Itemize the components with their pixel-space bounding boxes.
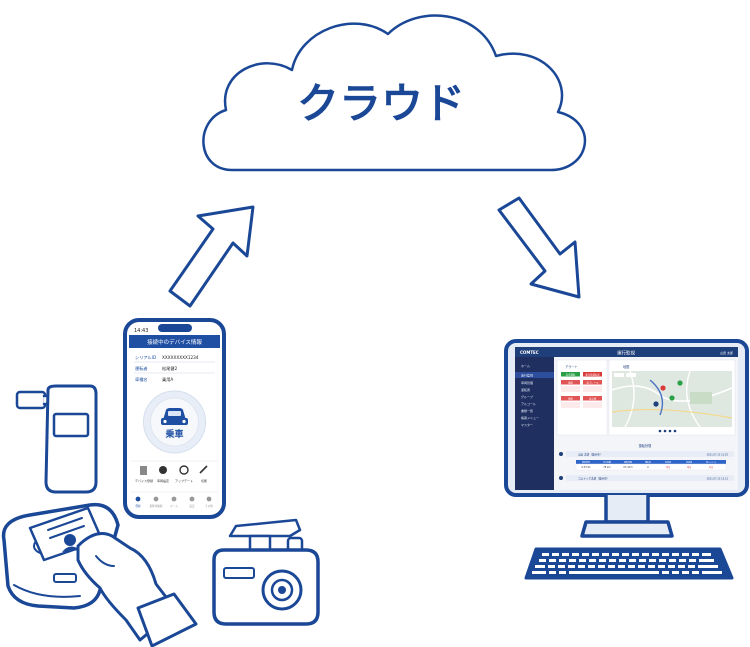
car-icon — [161, 408, 188, 425]
map-marker-icon[interactable] — [677, 380, 683, 386]
svg-text:3回: 3回 — [666, 465, 671, 469]
svg-text:登録: 登録 — [135, 504, 141, 508]
svg-text:0回: 0回 — [687, 465, 692, 469]
phone-info-rows: シリアルID XXXXXXXXX1234 運転者 松尾健2 車種名 乗用A — [134, 355, 215, 383]
sidebar-item-3[interactable]: 運転者 — [521, 387, 530, 392]
svg-text:9:33:21: 9:33:21 — [581, 466, 591, 469]
svg-text:遅延: 遅延 — [568, 380, 573, 384]
row-0-value: XXXXXXXXX1234 — [162, 355, 199, 360]
row-1-label: 運転者 — [135, 366, 148, 372]
tab-settings[interactable]: 設定 — [189, 496, 195, 508]
phone-header-title: 接続中のデバイス情報 — [147, 338, 202, 346]
status-row-date: 2021.07.15 13:12 — [707, 477, 729, 480]
svg-text:運転時間: 運転時間 — [624, 460, 632, 464]
menu-vehicle-settings[interactable]: 車両設定 — [157, 466, 169, 483]
user-name: 山田 太郎 — [720, 350, 733, 355]
sidebar-item-4[interactable]: グループ — [521, 394, 533, 399]
tab-history[interactable]: 乗降車履歴 — [150, 496, 163, 508]
app-header — [515, 347, 738, 357]
svg-text:検知: 検知 — [568, 396, 573, 400]
map-pager[interactable] — [658, 429, 677, 433]
alcohol-checker-illustration — [15, 384, 98, 494]
svg-text:A: A — [647, 466, 649, 469]
svg-text:未点検: 未点検 — [589, 396, 597, 400]
status-section-title: 運転状態 — [639, 443, 652, 448]
phone-tab-bar: 登録 乗降車履歴 ホーム 設定 その他 — [131, 491, 218, 508]
map-marker-icon[interactable] — [660, 385, 666, 391]
ic-card-reader-illustration — [1, 502, 198, 647]
ride-button[interactable]: 乗車 — [143, 390, 206, 454]
menu-update[interactable]: アップデート — [175, 465, 193, 483]
map-panel-title: 地図 — [623, 364, 629, 369]
svg-text:要注意運転者: 要注意運転者 — [585, 372, 600, 376]
svg-text:乗車時刻: 乗車時刻 — [582, 460, 590, 464]
sidebar-item-6[interactable]: 書類一覧 — [521, 408, 533, 413]
svg-text:0h 41m: 0h 41m — [623, 466, 633, 469]
app-title: 運行監視 — [617, 350, 635, 357]
status-time: 14:43 — [134, 328, 148, 334]
app-sidebar — [515, 357, 554, 490]
svg-text:急ハンドル: 急ハンドル — [706, 460, 716, 464]
alert-panel-title: アラート — [565, 364, 578, 369]
status-row-name: コムテック太郎（乗用車） — [578, 476, 609, 480]
status-row-1[interactable]: コムテック太郎（乗用車） 2021.07.15 13:12 — [559, 475, 734, 481]
row-2-value: 乗用A — [162, 376, 173, 383]
dashcam-illustration — [212, 518, 320, 626]
status-row-name: 山田 太郎（乗用車） — [578, 452, 602, 456]
alert-badges: 安全運転 要注意運転者 遅延 急ブレーキ 検知 未点検 — [561, 372, 602, 408]
smartphone: 14:43 接続中のデバイス情報 シリアルID XXXXXXXXX1234 運転… — [123, 318, 226, 519]
svg-text:急加速: 急加速 — [665, 460, 671, 464]
desktop-computer: COMTEC 運行監視 山田 太郎 ホーム 運行監視 車両管理 運転者 グループ… — [504, 339, 749, 580]
svg-text:急ブレーキ: 急ブレーキ — [587, 380, 600, 384]
row-1-value: 松尾健2 — [162, 365, 178, 372]
svg-text:1回: 1回 — [709, 465, 714, 469]
cloud: クラウド — [202, 14, 587, 172]
sidebar-item-7[interactable]: 帳票メニュー — [521, 415, 539, 420]
svg-text:乗降車履歴: 乗降車履歴 — [150, 504, 163, 508]
svg-text:車両設定: 車両設定 — [157, 478, 169, 483]
svg-text:安全運転: 安全運転 — [566, 372, 576, 376]
monitor-screen: COMTEC 運行監視 山田 太郎 ホーム 運行監視 車両管理 運転者 グループ… — [515, 347, 738, 490]
svg-text:切断: 切断 — [201, 478, 207, 483]
status-row-0[interactable]: 山田 太郎（乗用車） 2021.07.15 13:25 — [559, 451, 734, 457]
sidebar-items: ホーム 運行監視 車両管理 運転者 グループ アルコール 書類一覧 帳票メニュー… — [521, 363, 539, 427]
svg-text:設定: 設定 — [189, 504, 195, 508]
sidebar-item-1[interactable]: 運行監視 — [521, 373, 533, 378]
row-2-label: 車種名 — [135, 376, 148, 383]
svg-text:デバイス登録: デバイス登録 — [135, 478, 153, 483]
map-marker-icon[interactable] — [669, 395, 675, 401]
status-row-date: 2021.07.15 13:25 — [707, 453, 729, 456]
menu-device-register[interactable]: デバイス登録 — [135, 466, 153, 483]
svg-text:その他: その他 — [205, 504, 213, 508]
svg-text:運転者: 運転者 — [645, 460, 651, 464]
cloud-shape — [202, 14, 587, 172]
phone-header — [129, 335, 220, 348]
svg-text:急減速: 急減速 — [686, 460, 692, 464]
map-marker-icon[interactable] — [653, 401, 659, 407]
tab-other[interactable]: その他 — [205, 496, 213, 508]
svg-text:ホーム: ホーム — [170, 504, 178, 508]
tab-register[interactable]: 登録 — [135, 496, 141, 508]
sidebar-item-2[interactable]: 車両管理 — [521, 380, 533, 385]
download-arrow-icon — [497, 196, 581, 299]
ride-button-label: 乗車 — [165, 428, 183, 440]
sidebar-item-0[interactable]: ホーム — [521, 363, 530, 368]
menu-disconnect[interactable]: 切断 — [199, 465, 208, 483]
sidebar-item-8[interactable]: マスター — [521, 422, 533, 427]
svg-text:アップデート: アップデート — [175, 478, 193, 483]
svg-text:走行距離: 走行距離 — [603, 460, 611, 464]
keyboard-illustration — [524, 547, 734, 580]
phone-menu: デバイス登録 車両設定 アップデート 切断 — [131, 460, 218, 483]
svg-text:78 km: 78 km — [603, 466, 611, 469]
map-view[interactable] — [611, 370, 733, 428]
status-table: 乗車時刻 走行距離 運転時間 運転者 急加速 急減速 急ハンドル 9:33:21… — [575, 460, 727, 471]
row-0-label: シリアルID — [135, 355, 156, 361]
brand-logo: COMTEC — [520, 350, 539, 355]
upload-arrow-icon — [168, 205, 255, 308]
sidebar-item-5[interactable]: アルコール — [521, 401, 536, 406]
tab-home[interactable]: ホーム — [170, 496, 178, 508]
cloud-label: クラウド — [297, 79, 465, 128]
